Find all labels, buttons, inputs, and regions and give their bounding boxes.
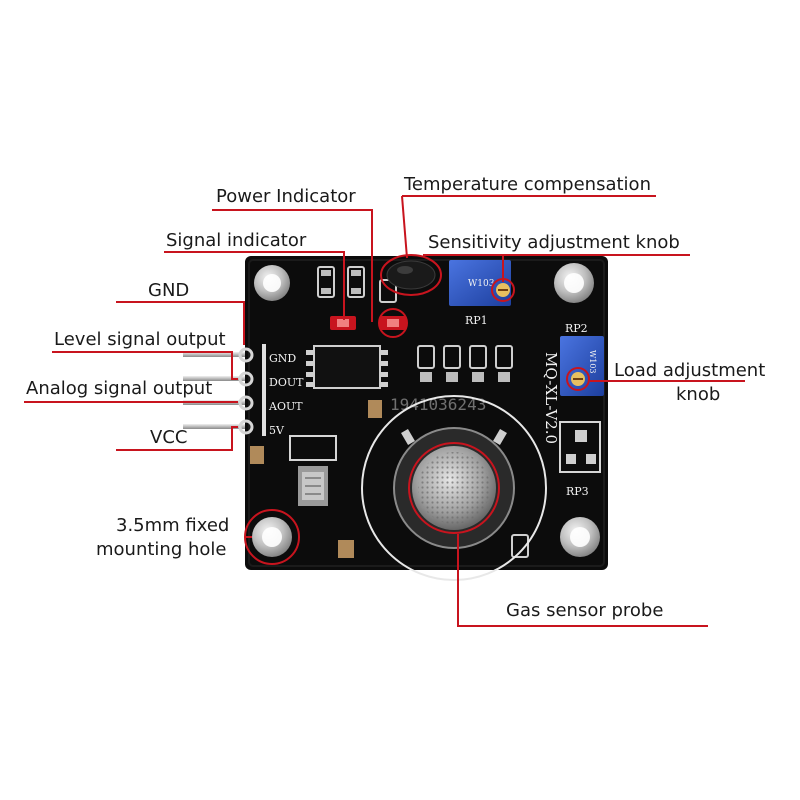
- sensitivity-trimmer-rp1: W103: [449, 260, 511, 306]
- mounting-hole-bottom-right: [560, 517, 600, 557]
- pin-label-5v: 5V: [269, 424, 285, 437]
- rp3-footprint: [559, 421, 601, 473]
- callout-lines: [24, 195, 745, 627]
- mounting-hole-top-right: [554, 263, 594, 303]
- power-led: [380, 316, 406, 330]
- rp3-label: RP3: [566, 485, 589, 498]
- pcb-board: GND DOUT AOUT 5V: [238, 256, 608, 581]
- header-pads: [238, 344, 266, 436]
- rp1-code: W103: [468, 279, 495, 289]
- label-mounting-hole-line1: 3.5mm fixed: [116, 515, 229, 536]
- oscillator-component: [289, 435, 337, 506]
- label-analog-signal-output: Analog signal output: [26, 378, 212, 399]
- watermark-text: 1941036243: [390, 395, 486, 414]
- load-trimmer-rp2: W103: [560, 336, 604, 396]
- label-gas-sensor-probe: Gas sensor probe: [506, 600, 663, 621]
- pin-label-gnd: GND: [269, 352, 296, 365]
- board-model-text: MQ-XL-V2.0: [542, 352, 560, 444]
- rp1-label: RP1: [465, 314, 488, 327]
- rp2-label: RP2: [565, 322, 588, 335]
- pin-label-aout: AOUT: [268, 400, 303, 413]
- label-load-knob-line1: Load adjustment: [614, 360, 765, 381]
- comparator-ic: [306, 345, 388, 389]
- label-mounting-hole-line2: mounting hole: [96, 539, 226, 560]
- label-power-indicator: Power Indicator: [216, 186, 356, 207]
- pin-label-dout: DOUT: [269, 376, 304, 389]
- label-load-knob-line2: knob: [676, 384, 720, 405]
- label-gnd: GND: [148, 280, 189, 301]
- gas-sensor: [361, 395, 547, 581]
- mounting-hole-bottom-left: [252, 517, 292, 557]
- smd-components: [250, 266, 529, 558]
- label-signal-indicator: Signal indicator: [166, 230, 307, 251]
- thermistor: [386, 260, 436, 290]
- signal-led: [330, 316, 356, 330]
- label-sensitivity-knob: Sensitivity adjustment knob: [428, 232, 680, 253]
- label-level-signal-output: Level signal output: [54, 329, 226, 350]
- mounting-hole-top-left: [254, 265, 290, 301]
- rp2-code: W103: [588, 350, 597, 374]
- label-vcc: VCC: [150, 427, 187, 448]
- label-temperature-compensation: Temperature compensation: [403, 174, 651, 195]
